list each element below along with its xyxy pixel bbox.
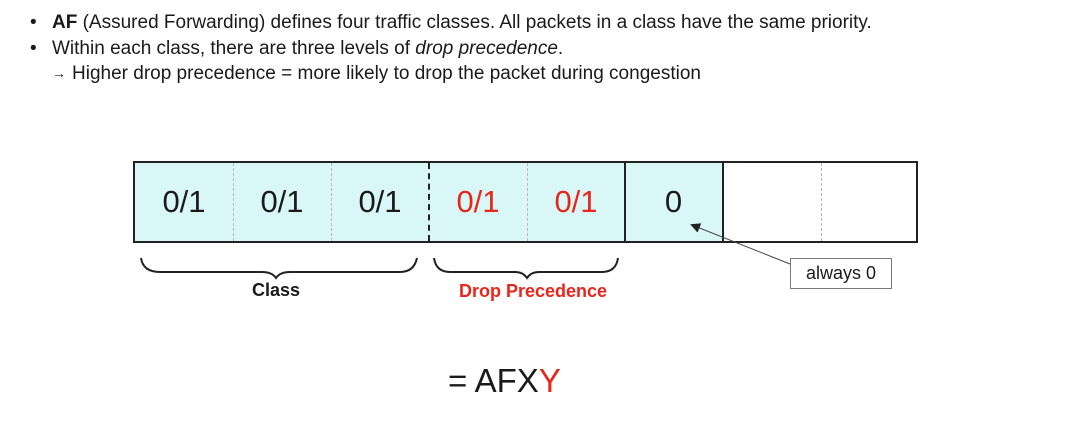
formula-prefix: = AFX — [448, 362, 539, 399]
sub-bullet-text: Higher drop precedence = more likely to … — [72, 63, 701, 84]
always-zero-callout: always 0 — [790, 258, 892, 289]
class-bit-1: 0/1 — [135, 163, 233, 241]
class-label: Class — [251, 280, 301, 300]
drop-precedence-brace — [433, 257, 619, 280]
group-divider — [722, 163, 724, 241]
right-arrow-icon: → — [52, 65, 66, 81]
bit-divider — [331, 163, 332, 241]
bullet-item-drop: • Within each class, there are three lev… — [30, 36, 872, 62]
bullet-af-text: (Assured Forwarding) defines four traffi… — [77, 12, 872, 33]
bullet-icon: • — [30, 12, 37, 33]
class-bit-3: 0/1 — [331, 163, 429, 241]
bullet-icon: • — [30, 38, 37, 59]
bullet-drop-pre: Within each class, there are three level… — [52, 38, 416, 59]
bullet-drop-italic: drop precedence — [415, 38, 558, 59]
sub-bullet: → Higher drop precedence = more likely to… — [52, 61, 701, 87]
bit-divider — [233, 163, 234, 241]
bullet-af-bold: AF — [52, 12, 78, 33]
zero-bit: 0 — [625, 163, 722, 241]
class-brace — [140, 257, 418, 280]
bullet-item-af: • AF (Assured Forwarding) defines four t… — [30, 10, 872, 36]
formula-suffix: Y — [538, 362, 561, 399]
group-divider — [428, 163, 430, 241]
bullet-list: • AF (Assured Forwarding) defines four t… — [30, 10, 872, 62]
group-divider — [624, 163, 626, 241]
af-formula: = AFXY — [448, 362, 561, 400]
arrow-pointer-icon — [690, 223, 791, 265]
drop-precedence-label: Drop Precedence — [458, 281, 608, 301]
drop-bit-1: 0/1 — [429, 163, 527, 241]
class-bit-2: 0/1 — [233, 163, 331, 241]
drop-bit-2: 0/1 — [527, 163, 625, 241]
bit-divider — [527, 163, 528, 241]
dscp-byte-diagram: 0/1 0/1 0/1 0/1 0/1 0 — [133, 161, 918, 243]
bullet-drop-post: . — [557, 38, 564, 59]
bit-divider — [821, 163, 822, 241]
